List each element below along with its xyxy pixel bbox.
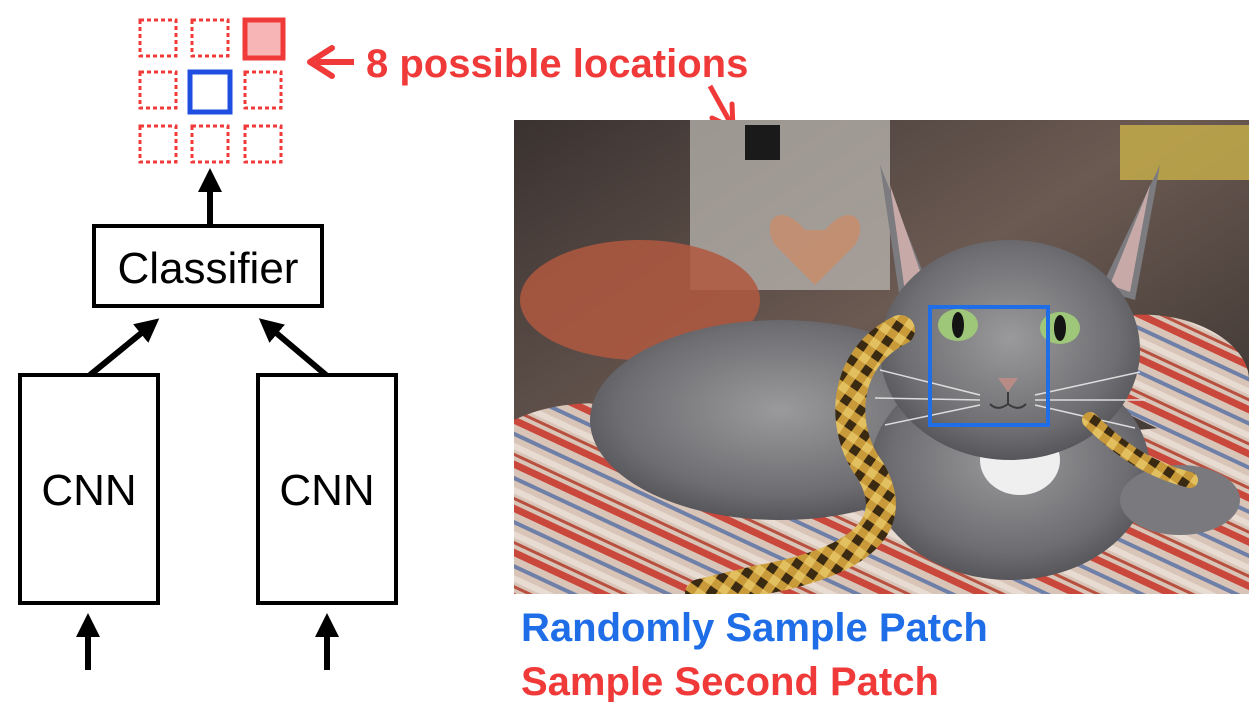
left-cnn-to-classifier-arrow — [88, 318, 160, 378]
caption-second-patch: Sample Second Patch — [521, 660, 939, 702]
cnn-left-label: CNN — [41, 466, 136, 515]
cnn-left-box — [18, 373, 160, 605]
grid-pointer-arrow — [307, 45, 354, 79]
grid-center-patch — [187, 69, 233, 115]
sampled-patch-box — [928, 305, 1050, 427]
grid-cell-6 — [243, 70, 283, 110]
classifier-label: Classifier — [118, 244, 299, 293]
grid-cell-7 — [138, 124, 178, 164]
grid-cell-8 — [190, 124, 230, 164]
location-grid — [138, 17, 286, 164]
grid-cell-selected — [242, 17, 286, 61]
grid-cell-4 — [138, 70, 178, 110]
kitten-photo — [514, 120, 1249, 594]
right-cnn-to-classifier-arrow — [258, 318, 328, 378]
grid-label: 8 possible locations — [366, 42, 748, 86]
grid-cell-1 — [138, 18, 178, 58]
caption-random-patch: Randomly Sample Patch — [521, 606, 988, 650]
cnn-right-box — [256, 373, 398, 605]
classifier-box — [92, 224, 324, 308]
cnn-right-label: CNN — [279, 466, 374, 515]
grid-cell-2 — [190, 18, 230, 58]
grid-cell-9 — [243, 124, 283, 164]
